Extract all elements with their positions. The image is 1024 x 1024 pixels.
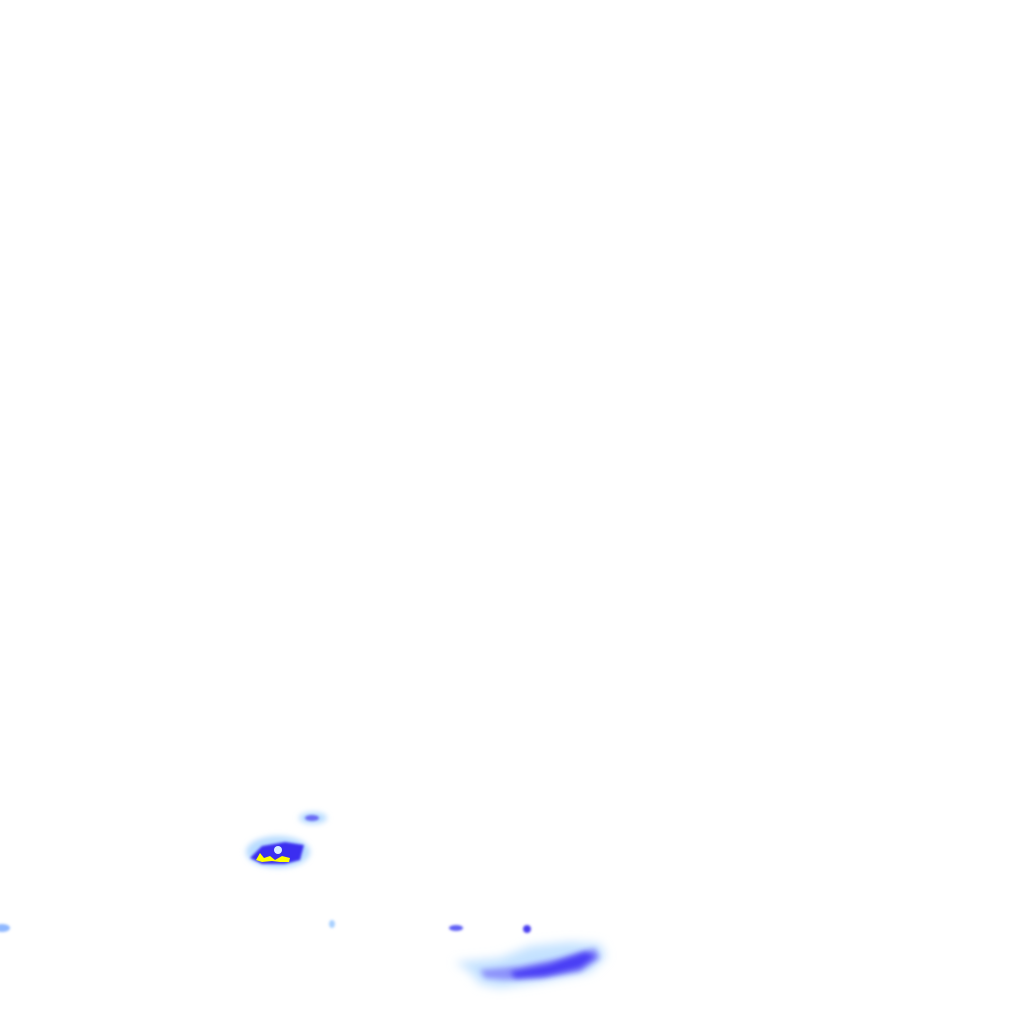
cell-west-main	[246, 836, 310, 868]
cell-north-small	[299, 812, 327, 824]
cell-south-band	[455, 942, 606, 988]
cell-speck-right-2	[523, 925, 531, 933]
cell-speck-right-1	[449, 925, 463, 931]
cell-speck-center	[329, 920, 335, 928]
cell-west-edge	[0, 924, 10, 932]
